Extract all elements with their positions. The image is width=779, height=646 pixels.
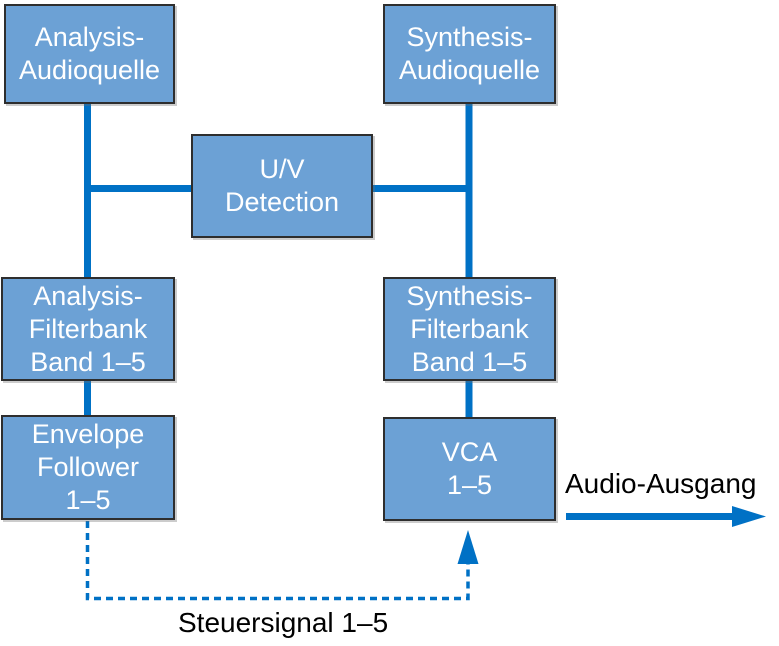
- node-uv-detection: U/V Detection: [191, 134, 373, 238]
- node-analysis-filterbank: Analysis- Filterbank Band 1–5: [1, 277, 175, 381]
- control-signal-dashed-path: [85, 521, 470, 601]
- control-signal-label: Steuersignal 1–5: [178, 607, 389, 638]
- node-analysis-audio-source: Analysis- Audioquelle: [4, 4, 175, 104]
- node-envelope-follower: Envelope Follower 1–5: [1, 415, 175, 520]
- control-signal-arrowhead: [457, 530, 479, 564]
- audio-output-label: Audio-Ausgang: [565, 468, 757, 499]
- node-synthesis-audio-source: Synthesis- Audioquelle: [383, 4, 556, 104]
- audio-output-arrowhead: [732, 506, 766, 527]
- node-vca: VCA 1–5: [383, 417, 556, 521]
- node-synthesis-filterbank: Synthesis- Filterbank Band 1–5: [383, 277, 556, 381]
